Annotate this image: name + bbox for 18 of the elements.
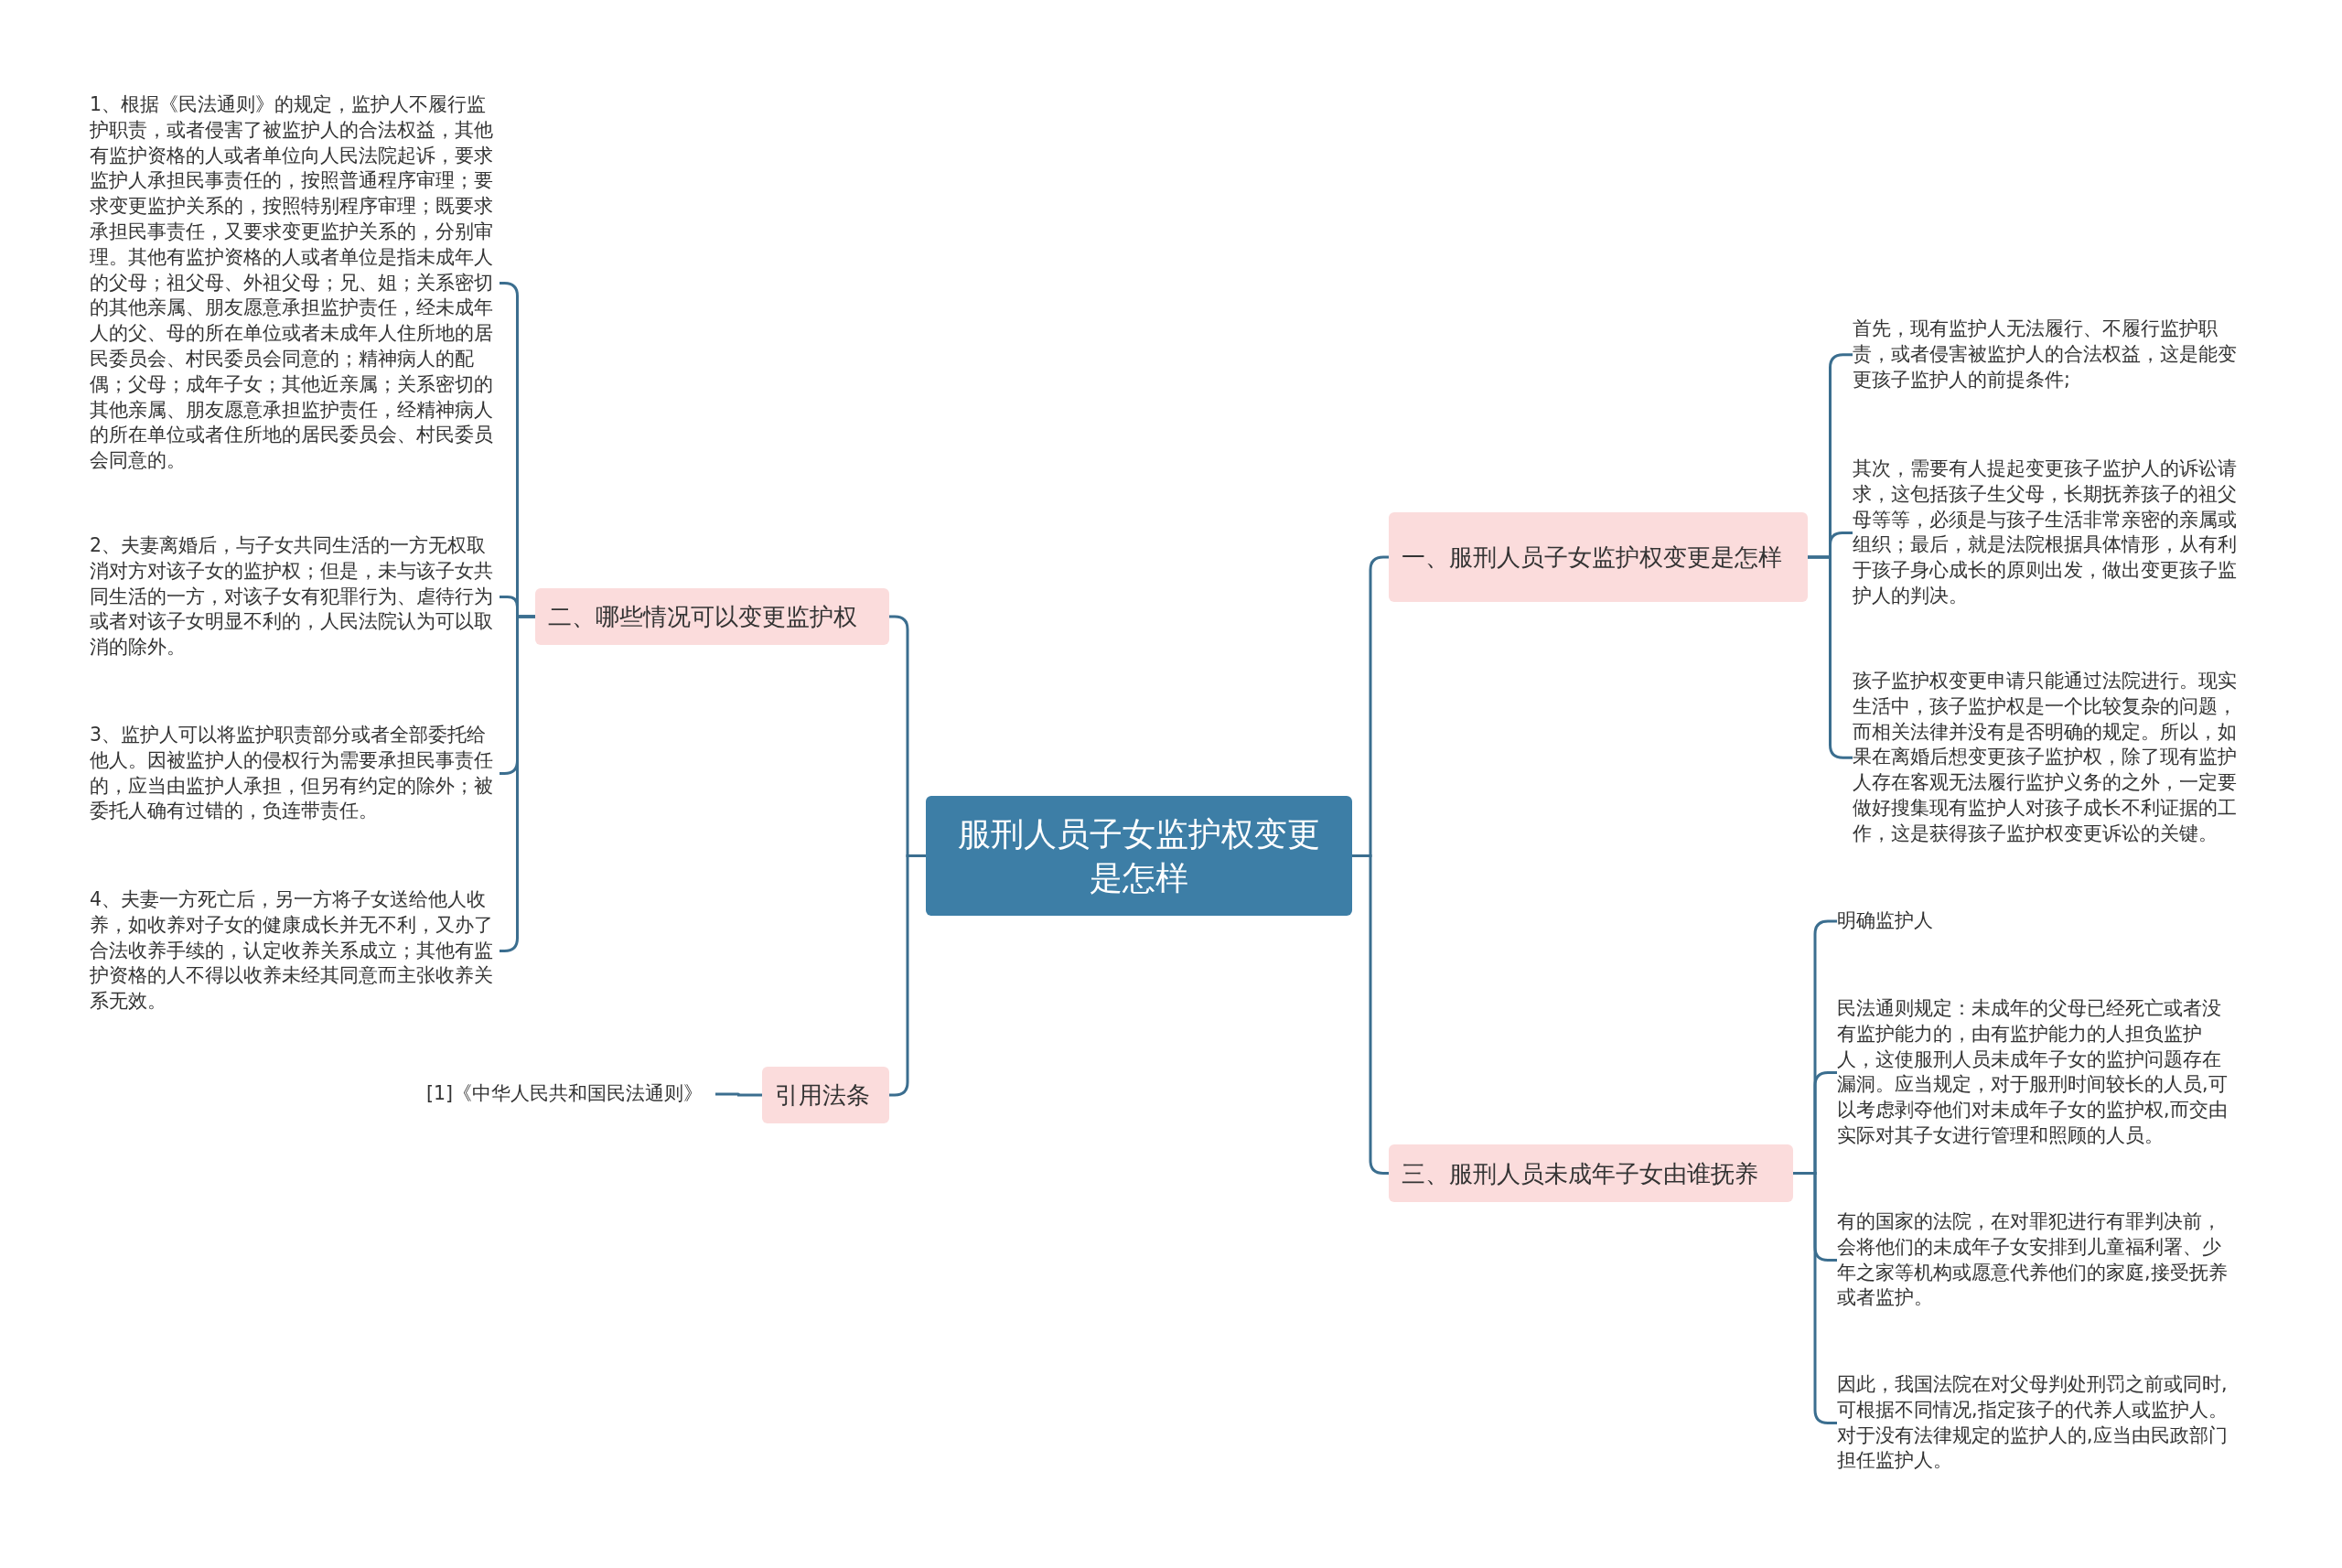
topic-box: 引用法条 [762,1067,889,1123]
topic-box: 二、哪些情况可以变更监护权 [535,588,889,645]
note-text: 其次，需要有人提起变更孩子监护人的诉讼请求，这包括孩子生父母，长期抚养孩子的祖父母等等，必须是与孩子生活非常亲密的亲属或组织；最后，就是法院根据具体情形，从有利于孩子身心成长的原则出发，做出变更孩子监护人的判决。 [1853,456,2255,609]
note-text: 4、夫妻一方死亡后，另一方将子女送给他人收养，如收养对子女的健康成长并无不利，又办了合法收养手续的，认定收养关系成立；其他有监护资格的人不得以收养未经其同意而主张收养关系无效。 [90,887,500,1015]
note-text: 孩子监护权变更申请只能通过法院进行。现实生活中，孩子监护权是一个比较复杂的问题，而相关法律并没有是否明确的规定。所以，如果在离婚后想变更孩子监护权，除了现有监护人存在客观无法履行监护义务的之外，一定要做好搜集现有监护人对孩子成长不利证据的工作，这是获得孩子监护权变更诉讼的关键。 [1853,669,2255,847]
note-text: 因此，我国法院在对父母判处刑罚之前或同时,可根据不同情况,指定孩子的代养人或监护人。对于没有法律规定的监护人的,应当由民政部门担任监护人。 [1837,1372,2240,1475]
note-text: 有的国家的法院，在对罪犯进行有罪判决前，会将他们的未成年子女安排到儿童福利署、少年之家等机构或愿意代养他们的家庭,接受抚养或者监护。 [1837,1209,2240,1312]
note-text: 1、根据《民法通则》的规定，监护人不履行监护职责，或者侵害了被监护人的合法权益，其他有监护资格的人或者单位向人民法院起诉，要求监护人承担民事责任的，按照普通程序审理；要求变更监护关系的，按照特别程序审理；既要求承担民事责任，又要求变更监护关系的，分别审理。其他有监护资格的人或者单位是指未成年人的父母；祖父母、外祖父母；兄、姐；关系密切的其他亲属、朋友愿意承担监护责任，经未成年人的父、母的所在单位或者未成年人住所地的居民委员会、村民委员会同意的；精神病人的配偶；父母；成年子女；其他近亲属；关系密切的其他亲属、朋友愿意承担监护责任，经精神病人的所在单位或者住所地的居民委员会、村民委员会同意的。 [90,92,500,474]
note-text: 2、夫妻离婚后，与子女共同生活的一方无权取消对方对该子女的监护权；但是，未与该子女共同生活的一方，对该子女有犯罪行为、虐待行为或者对该子女明显不利的，人民法院认为可以取消的除外。 [90,533,500,660]
topic-box: 三、服刑人员未成年子女由谁抚养 [1389,1144,1793,1202]
note-text: 首先，现有监护人无法履行、不履行监护职责，或者侵害被监护人的合法权益，这是能变更孩子监护人的前提条件; [1853,317,2255,393]
note-text: [1]《中华人民共和国民法通则》 [426,1081,715,1107]
note-text: 民法通则规定：未成年的父母已经死亡或者没有监护能力的，由有监护能力的人担负监护人，这使服刑人员未成年子女的监护问题存在漏洞。应当规定，对于服刑时间较长的人员,可以考虑剥夺他们对未成年子女的监护权,而交由实际对其子女进行管理和照顾的人员。 [1837,996,2240,1149]
note-text: 明确监护人 [1837,908,2240,934]
topic-box: 一、服刑人员子女监护权变更是怎样 [1389,512,1808,602]
connector-line [715,1092,762,1097]
note-text: 3、监护人可以将监护职责部分或者全部委托给他人。因被监护人的侵权行为需要承担民事责任的，应当由监护人承担，但另有约定的除外；被委托人确有过错的，负连带责任。 [90,723,500,825]
central-topic-box: 服刑人员子女监护权变更是怎样 [926,796,1352,916]
